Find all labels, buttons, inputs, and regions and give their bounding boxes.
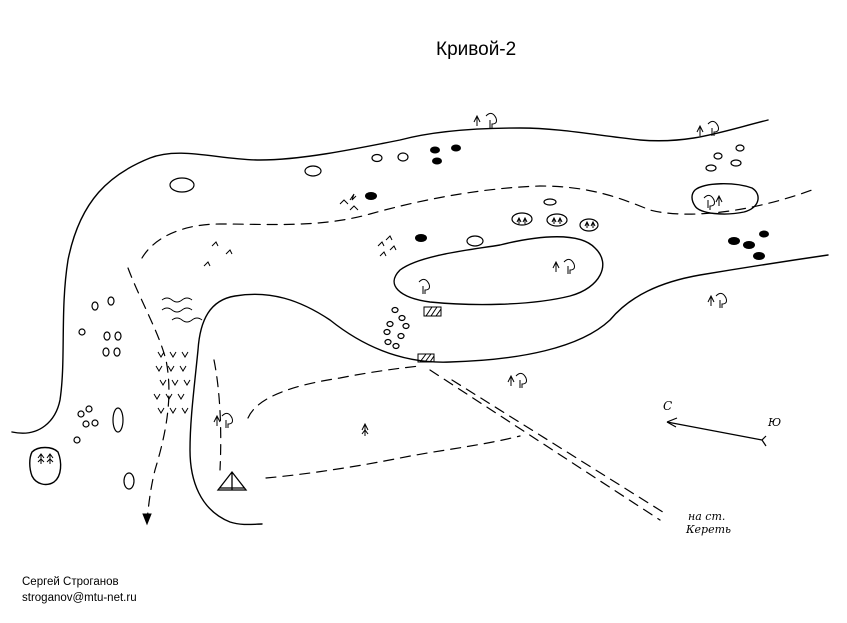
stones-open <box>73 144 745 490</box>
trail-upper <box>141 185 813 259</box>
map-title: Кривой-2 <box>436 39 517 60</box>
building-icon <box>417 306 442 363</box>
swamp-marks <box>153 351 191 414</box>
route-note-line-2: Кереть <box>685 523 731 536</box>
stones-filled <box>365 144 769 260</box>
compass-north-label: С <box>663 399 672 413</box>
island-large <box>393 236 604 306</box>
trail-left <box>127 267 170 523</box>
island-small-left <box>29 446 62 486</box>
river-bank-left <box>11 119 769 434</box>
author-name: Сергей Строганов <box>22 576 119 588</box>
compass-south-label: Ю <box>767 416 781 429</box>
trail-lower <box>265 435 521 479</box>
river-bank-right <box>189 254 829 526</box>
trail-arrow-icon <box>142 513 152 526</box>
route-note-line-1: на ст. <box>688 510 725 523</box>
rapids-marks <box>161 193 397 323</box>
author-email: stroganov@mtu-net.ru <box>22 592 137 604</box>
tree-icon <box>37 112 727 464</box>
author-block: Сергей Строганов stroganov@mtu-net.ru <box>22 574 137 606</box>
railway-line-2 <box>451 379 667 515</box>
compass-arrow-icon <box>666 417 767 447</box>
trail-camp-loop <box>213 359 421 471</box>
island-small-right <box>691 183 759 215</box>
railway-line-1 <box>429 369 661 521</box>
tent-icon <box>216 470 248 491</box>
